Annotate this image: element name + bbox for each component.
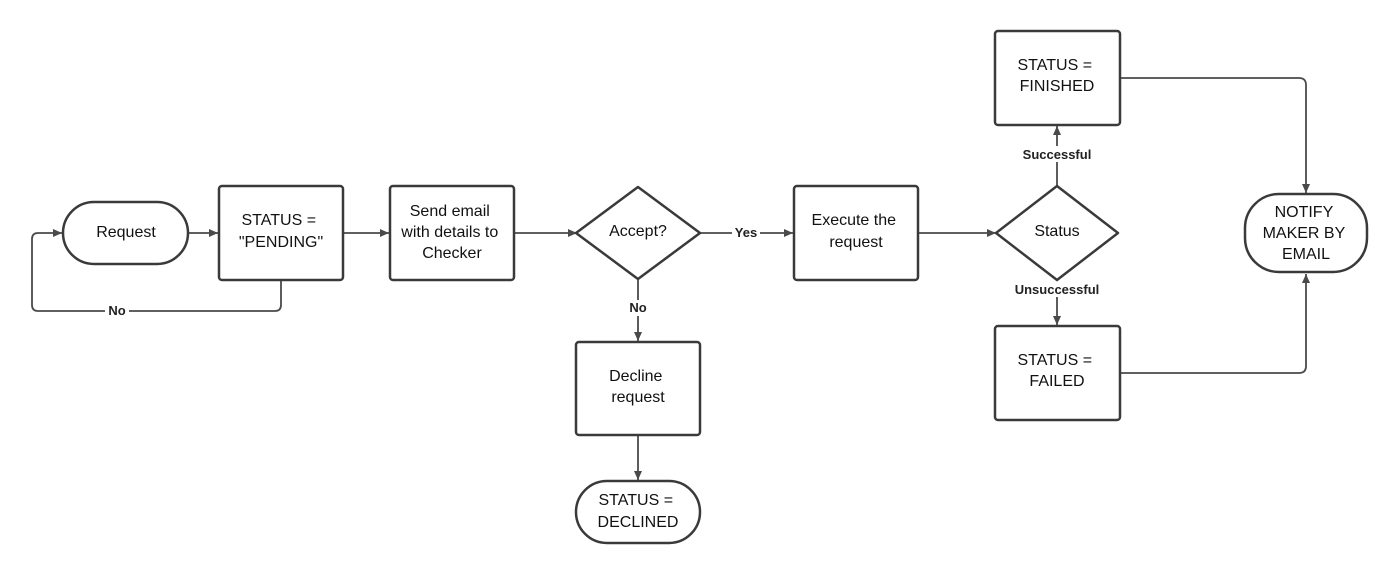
node-status-declined-text: STATUS = DECLINED xyxy=(598,492,679,531)
edge-labels: No Yes No Successful Unsuccessful xyxy=(105,146,1104,319)
edge-failed-to-notify xyxy=(1120,274,1310,374)
node-status-pending: STATUS = "PENDING" xyxy=(217,184,345,282)
node-decline-request: Decline request xyxy=(574,340,702,437)
label-accept-no: No xyxy=(627,300,651,316)
label-pending-no: No xyxy=(105,303,129,319)
node-request-text: Request xyxy=(96,224,156,241)
label-status-successful: Successful xyxy=(1018,146,1096,162)
node-accept-decision-text: Accept? xyxy=(609,223,667,240)
node-send-email-text: Send email with details to Checker xyxy=(400,203,502,262)
edge-pending-no-loop xyxy=(31,229,282,312)
label-status-successful-text: Successful xyxy=(1023,147,1092,162)
node-status-failed: STATUS = FAILED xyxy=(993,324,1122,422)
node-status-declined: STATUS = DECLINED xyxy=(574,479,702,545)
label-status-unsuccessful-text: Unsuccessful xyxy=(1015,282,1100,297)
node-status-finished: STATUS = FINISHED xyxy=(993,29,1122,127)
node-status-pending-text: STATUS = "PENDING" xyxy=(239,212,323,251)
node-notify-maker: NOTIFY MAKER BY EMAIL xyxy=(1243,192,1369,274)
edge-finished-to-notify xyxy=(1120,77,1310,193)
label-accept-no-text: No xyxy=(629,300,646,315)
node-request: Request xyxy=(61,200,190,266)
node-execute-request-text: Execute the request xyxy=(812,212,901,251)
node-status-decision-text: Status xyxy=(1034,223,1079,240)
label-accept-yes-text: Yes xyxy=(735,225,757,240)
label-accept-yes: Yes xyxy=(732,225,760,241)
node-status-failed-text: STATUS = FAILED xyxy=(1018,352,1097,390)
label-pending-no-text: No xyxy=(108,303,125,318)
node-status-finished-text: STATUS = FINISHED xyxy=(1018,57,1097,95)
nodes: Request STATUS = "PENDING" Send email wi… xyxy=(61,29,1369,545)
node-notify-maker-text: NOTIFY MAKER BY EMAIL xyxy=(1263,204,1350,263)
node-decline-request-text: Decline request xyxy=(609,368,667,406)
node-send-email: Send email with details to Checker xyxy=(388,184,516,282)
node-execute-request: Execute the request xyxy=(792,184,920,282)
label-status-unsuccessful: Unsuccessful xyxy=(1010,281,1104,297)
node-accept-decision: Accept? xyxy=(574,185,702,281)
node-status-decision: Status xyxy=(994,184,1120,282)
